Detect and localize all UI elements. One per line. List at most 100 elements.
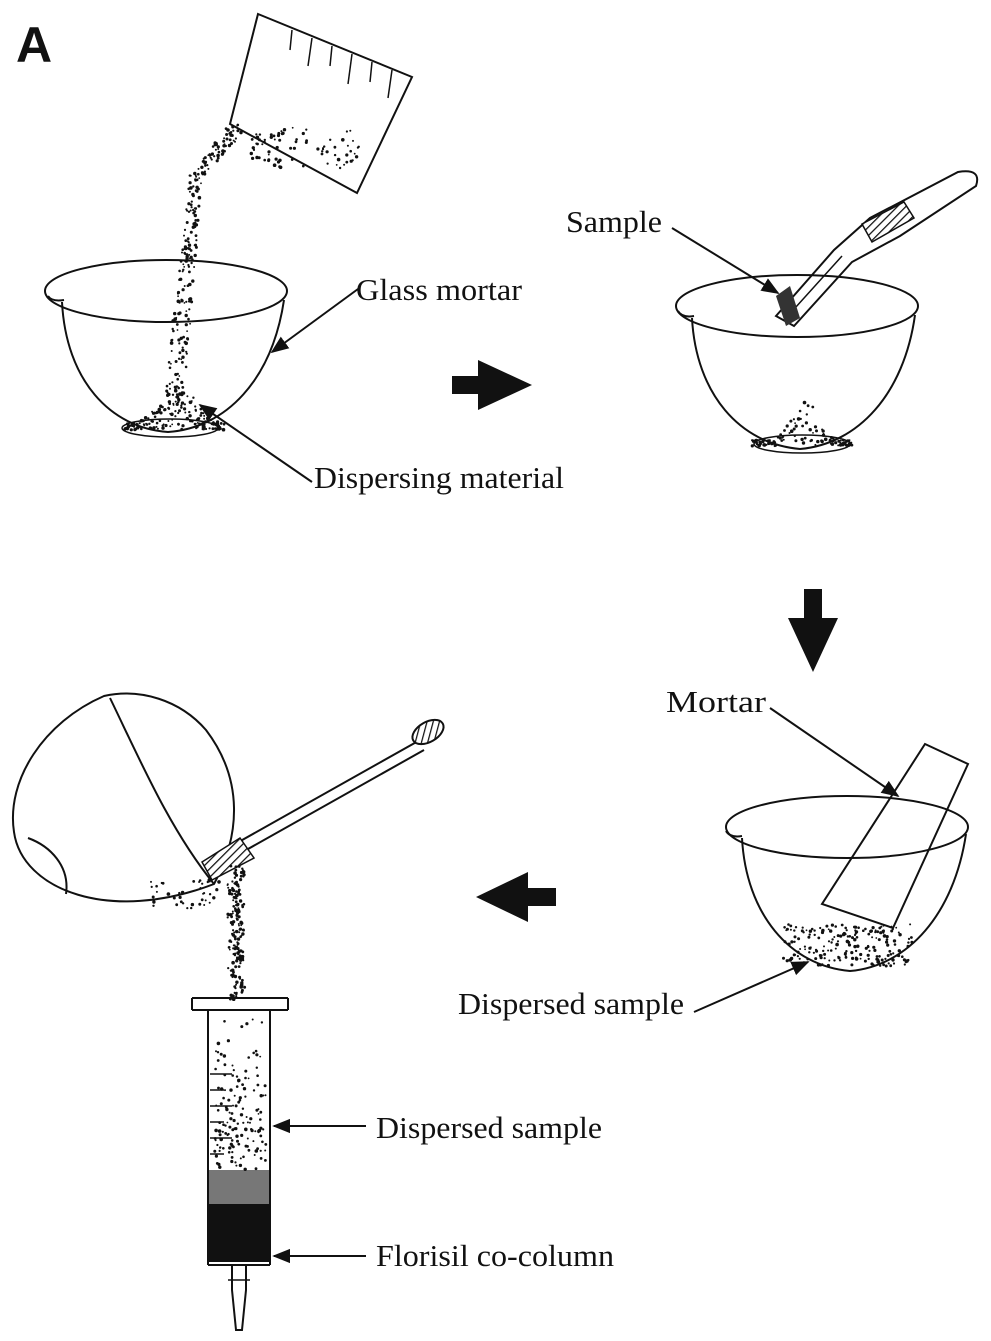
particle xyxy=(188,181,192,185)
particle xyxy=(833,936,836,938)
particle xyxy=(830,923,835,927)
particle xyxy=(876,960,880,964)
particle xyxy=(236,124,239,127)
particle xyxy=(185,310,188,312)
particle xyxy=(235,959,239,963)
particle xyxy=(174,415,177,418)
particle xyxy=(229,133,233,137)
particle xyxy=(236,908,241,912)
particle xyxy=(255,1066,258,1069)
particle xyxy=(230,1139,234,1142)
particle xyxy=(839,439,842,442)
particle xyxy=(130,423,135,428)
particle xyxy=(180,406,183,409)
particle xyxy=(228,1125,232,1129)
particle xyxy=(891,959,895,962)
particle xyxy=(825,924,829,928)
particle xyxy=(239,920,243,924)
particle xyxy=(257,138,261,142)
beaker-icon xyxy=(228,12,414,195)
label-florisil: Florisil co-column xyxy=(376,1238,615,1273)
particle xyxy=(210,418,213,421)
particle xyxy=(181,902,185,905)
particle xyxy=(236,941,239,944)
particle xyxy=(892,962,896,965)
particle xyxy=(235,893,239,898)
particle xyxy=(773,444,777,448)
particle xyxy=(345,130,348,133)
particle xyxy=(276,160,281,164)
particle xyxy=(803,945,807,948)
particle xyxy=(214,141,218,146)
particle xyxy=(181,391,186,395)
particle xyxy=(233,931,236,934)
particle xyxy=(354,155,359,159)
particle xyxy=(235,1134,239,1138)
particle xyxy=(247,1056,250,1059)
particle xyxy=(165,384,169,388)
particle xyxy=(751,439,754,442)
particle xyxy=(255,1053,259,1057)
particle xyxy=(261,143,264,146)
particle xyxy=(244,1069,248,1073)
label-dispersed-sample-mortar: Dispersed sample xyxy=(458,986,684,1021)
particle xyxy=(834,441,838,445)
particle xyxy=(185,352,188,355)
particle xyxy=(886,943,890,947)
particle xyxy=(164,423,168,428)
particle xyxy=(169,412,172,415)
particle xyxy=(180,299,184,303)
particle xyxy=(843,952,847,956)
particle xyxy=(182,335,186,339)
particle xyxy=(213,1137,217,1140)
particle xyxy=(889,953,893,956)
particle xyxy=(174,400,177,403)
particle xyxy=(245,1022,249,1026)
particle xyxy=(827,928,830,931)
particle xyxy=(837,956,841,960)
particle xyxy=(826,963,831,968)
particle xyxy=(750,444,754,448)
particle xyxy=(269,135,273,139)
particle xyxy=(827,940,831,943)
particle xyxy=(847,443,851,447)
particle xyxy=(226,916,229,919)
particle xyxy=(811,405,815,409)
particle xyxy=(189,257,191,260)
particle xyxy=(803,436,807,440)
particle xyxy=(792,418,796,421)
particle xyxy=(214,1154,218,1158)
particle xyxy=(357,145,360,148)
particle xyxy=(235,983,238,986)
particle xyxy=(203,414,206,417)
particle xyxy=(250,1128,253,1131)
particle xyxy=(836,940,840,943)
particle xyxy=(179,277,183,281)
particle xyxy=(329,138,332,141)
particle xyxy=(783,429,786,432)
particle xyxy=(345,160,349,164)
particle xyxy=(182,268,185,271)
particle xyxy=(150,880,152,883)
particle xyxy=(192,396,195,399)
particle xyxy=(195,185,199,189)
particle xyxy=(169,425,172,428)
particle xyxy=(223,1073,227,1077)
particle xyxy=(152,904,155,907)
particle xyxy=(863,959,867,963)
particle xyxy=(171,381,174,384)
particle xyxy=(138,425,142,429)
particle xyxy=(910,936,913,939)
particle xyxy=(325,150,329,154)
particle xyxy=(291,126,294,129)
particle xyxy=(238,1163,243,1168)
particle xyxy=(230,1159,234,1164)
particle xyxy=(870,962,874,966)
particle xyxy=(263,1084,267,1088)
pouring-particles xyxy=(161,123,360,417)
particle xyxy=(223,1063,227,1067)
particle xyxy=(230,940,233,944)
particle xyxy=(898,933,902,937)
particle xyxy=(151,420,155,423)
